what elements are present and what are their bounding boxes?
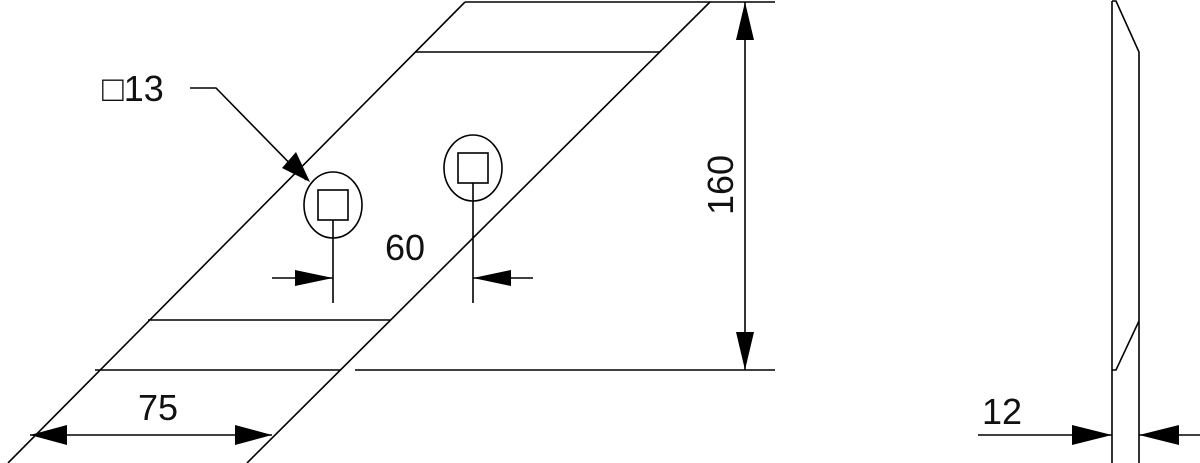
front-view: 60 □13 75 160 <box>7 1 775 463</box>
side-view: 12 <box>978 0 1200 463</box>
height-label: 160 <box>700 155 741 215</box>
hole-callout-label: □13 <box>102 68 164 109</box>
arrowhead-icon <box>235 425 272 445</box>
arrowhead-icon <box>295 270 333 286</box>
arrowhead-icon <box>736 332 754 370</box>
arrowhead-icon <box>1139 425 1179 445</box>
side-profile <box>1112 0 1140 371</box>
arrowhead-icon <box>473 270 511 286</box>
square-hole-1 <box>317 189 349 221</box>
arrowhead-icon <box>736 2 754 40</box>
arrowhead-icon <box>1072 425 1112 445</box>
square-hole-2 <box>457 152 489 184</box>
callout-leader <box>190 87 307 181</box>
blade-left-edge <box>7 1 466 463</box>
thickness-label: 12 <box>982 391 1022 432</box>
width-label: 75 <box>138 387 178 428</box>
arrowhead-icon <box>282 152 310 182</box>
hole-spacing-label: 60 <box>385 227 425 268</box>
arrowhead-icon <box>30 425 67 445</box>
blade-right-edge <box>246 1 711 463</box>
